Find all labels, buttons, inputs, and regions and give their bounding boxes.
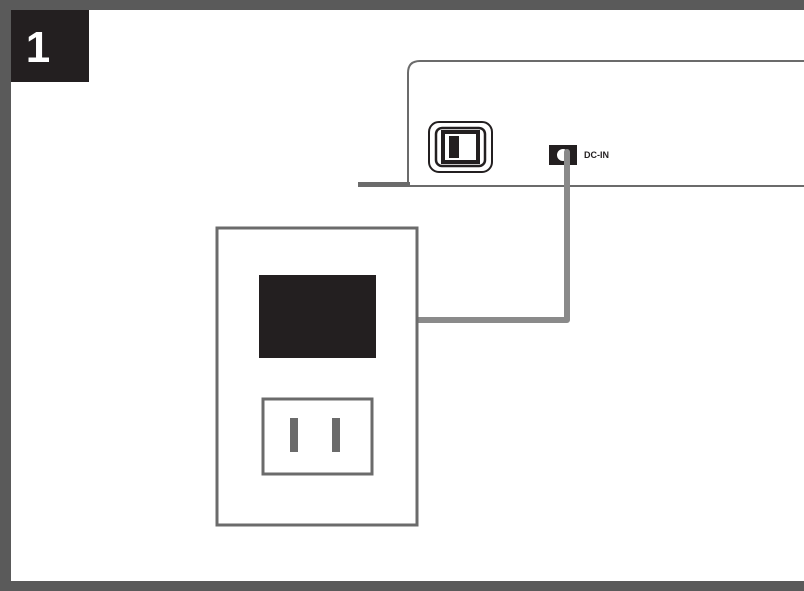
outlet-plate <box>215 226 419 527</box>
power-switch-icon <box>428 121 493 173</box>
step-badge-background <box>11 10 89 82</box>
step-badge: 1 <box>11 10 89 82</box>
dc-in-label: DC-IN <box>584 150 609 160</box>
dc-in-port-icon <box>549 145 577 165</box>
step-number: 1 <box>26 23 50 72</box>
power-cable <box>349 149 570 323</box>
empty-socket <box>261 397 374 476</box>
socket-slot-left <box>290 418 298 452</box>
adapter-plug <box>259 275 376 358</box>
device-housing <box>407 60 804 187</box>
device-base-line <box>358 182 410 187</box>
socket-slot-right <box>332 418 340 452</box>
device-back-panel: DC-IN <box>358 60 804 187</box>
wall-outlet <box>215 226 419 527</box>
